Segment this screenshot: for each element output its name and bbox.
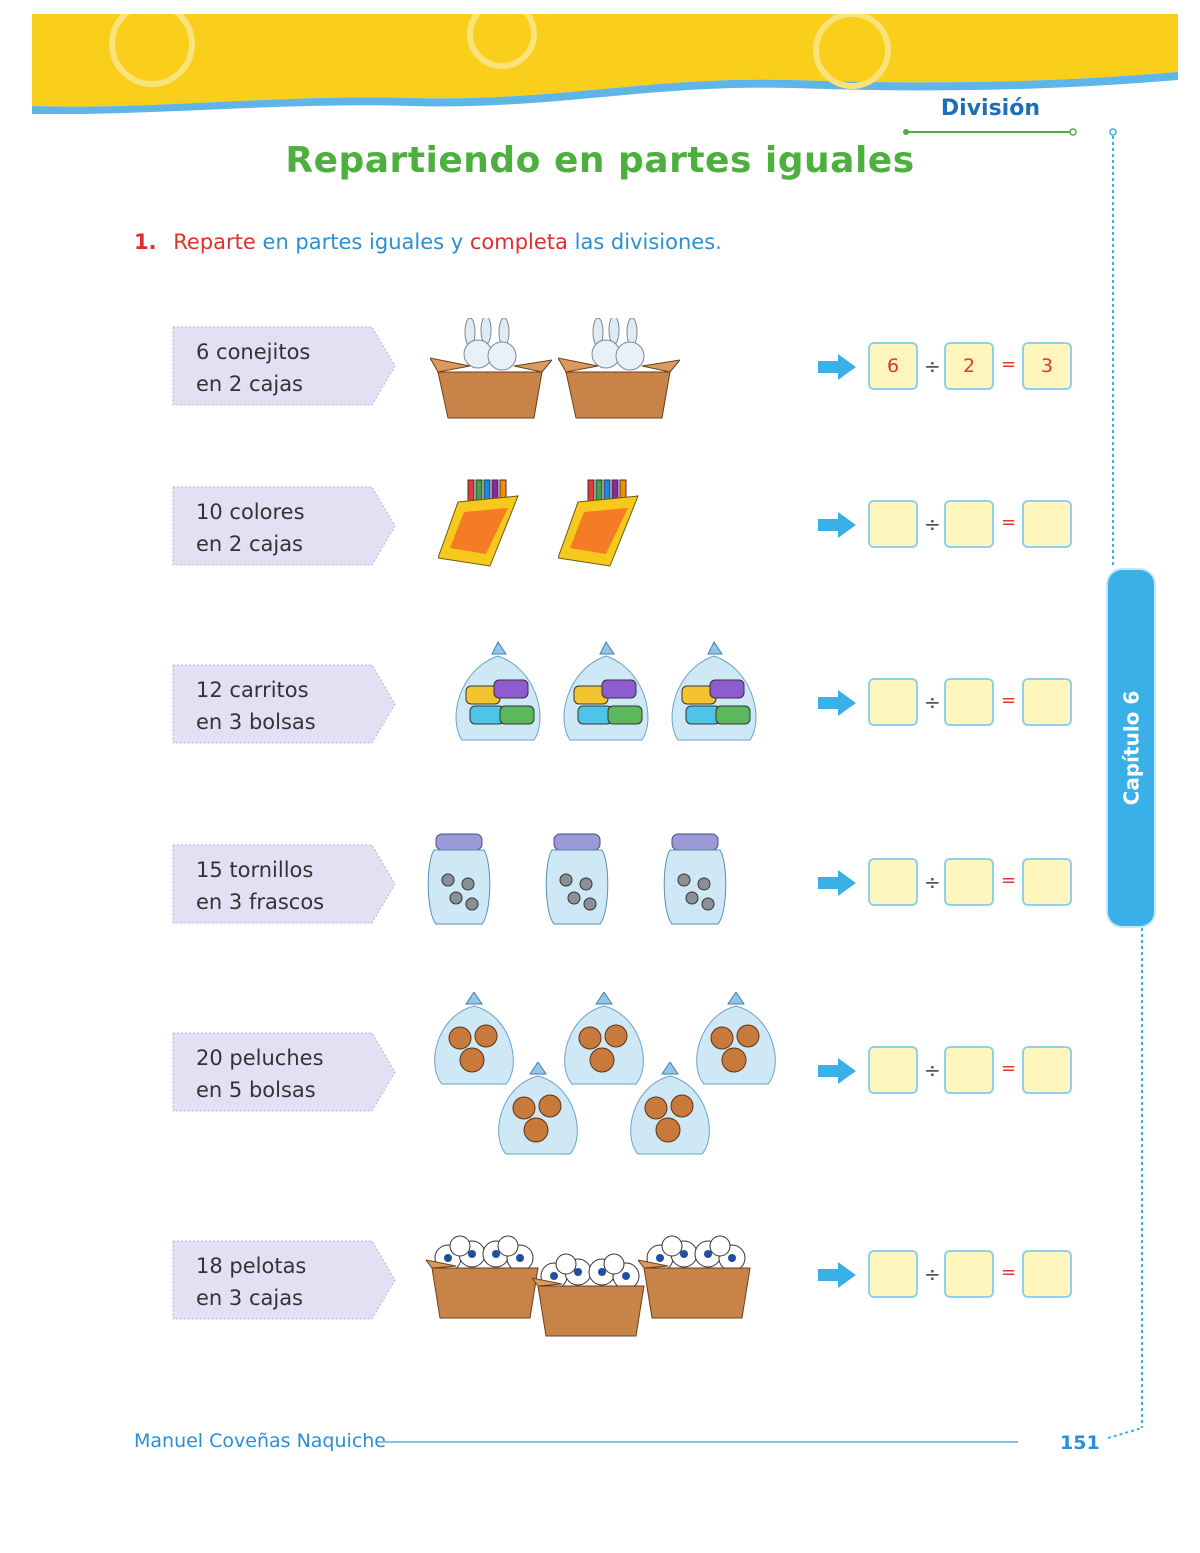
problem-text-line1: 10 colores xyxy=(196,500,305,524)
divide-sign: ÷ xyxy=(924,1262,941,1286)
problem-label: 6 conejitos en 2 cajas xyxy=(172,326,396,406)
problem-text-line1: 15 tornillos xyxy=(196,858,314,882)
arrow-right-icon xyxy=(818,1058,856,1084)
problem-text-line2: en 3 cajas xyxy=(196,1286,303,1310)
instruction-word: Reparte xyxy=(173,230,256,254)
ball-box-icon xyxy=(424,1234,544,1324)
instruction-word: las divisiones. xyxy=(574,230,722,254)
divide-sign: ÷ xyxy=(924,870,941,894)
problem-label: 15 tornillos en 3 frascos xyxy=(172,844,396,924)
section-label: División xyxy=(940,96,1040,121)
crayon-box-icon xyxy=(557,478,644,572)
divisor-box[interactable] xyxy=(944,1046,994,1094)
teddy-bag-icon xyxy=(490,1061,586,1162)
problem-text-line2: en 5 bolsas xyxy=(196,1078,316,1102)
problem-label: 10 colores en 2 cajas xyxy=(172,486,396,566)
dividend-box[interactable] xyxy=(868,500,918,548)
car-bag-icon xyxy=(448,640,548,750)
divisor-box[interactable] xyxy=(944,500,994,548)
division-equation: ÷ = xyxy=(818,858,1078,910)
ball-box-icon xyxy=(636,1234,756,1324)
problem-label: 20 peluches en 5 bolsas xyxy=(172,1032,396,1112)
page-title: Repartiendo en partes iguales xyxy=(285,140,915,181)
problem-text-line2: en 2 cajas xyxy=(196,532,303,556)
problem-text-line1: 20 peluches xyxy=(196,1046,324,1070)
problem-label: 18 pelotas en 3 cajas xyxy=(172,1240,396,1320)
teddy-bag-icon xyxy=(426,991,522,1092)
dividend-box[interactable] xyxy=(868,1046,918,1094)
screw-jar-icon xyxy=(426,832,492,932)
arrow-right-icon xyxy=(818,870,856,896)
problem-text-line2: en 2 cajas xyxy=(196,372,303,396)
quotient-box[interactable] xyxy=(1022,858,1072,906)
footer-author: Manuel Coveñas Naquiche xyxy=(134,1430,386,1452)
problem-text-line2: en 3 bolsas xyxy=(196,710,316,734)
page-number: 151 xyxy=(1060,1432,1100,1454)
division-equation: ÷ = xyxy=(818,500,1078,552)
divide-sign: ÷ xyxy=(924,1058,941,1082)
quotient-box[interactable] xyxy=(1022,678,1072,726)
problem-text-line1: 6 conejitos xyxy=(196,340,311,364)
equals-sign: = xyxy=(1001,690,1017,711)
division-equation: ÷ = xyxy=(818,1250,1078,1302)
dividend-box[interactable] xyxy=(868,1250,918,1298)
instruction-word: completa xyxy=(469,230,568,254)
quotient-box[interactable] xyxy=(1022,1046,1072,1094)
divide-sign: ÷ xyxy=(924,690,941,714)
problem-text-line1: 12 carritos xyxy=(196,678,309,702)
arrow-right-icon xyxy=(818,354,856,380)
chapter-tab xyxy=(1108,570,1154,926)
teddy-bag-icon xyxy=(688,991,784,1092)
quotient-box[interactable] xyxy=(1022,1250,1072,1298)
arrow-right-icon xyxy=(818,512,856,538)
dividend-box[interactable] xyxy=(868,858,918,906)
arrow-right-icon xyxy=(818,690,856,716)
top-banner xyxy=(32,14,1178,114)
side-dotted-line xyxy=(1108,128,1143,1439)
quotient-box[interactable] xyxy=(1022,500,1072,548)
instruction-number: 1. xyxy=(134,230,157,254)
footer-divider xyxy=(378,1441,1018,1443)
divide-sign: ÷ xyxy=(924,512,941,536)
problem-text-line2: en 3 frascos xyxy=(196,890,325,914)
car-bag-icon xyxy=(664,640,764,750)
division-equation: ÷ = xyxy=(818,678,1078,730)
problem-label: 12 carritos en 3 bolsas xyxy=(172,664,396,744)
divide-sign: ÷ xyxy=(924,354,941,378)
screw-jar-icon xyxy=(544,832,610,932)
divisor-box[interactable] xyxy=(944,1250,994,1298)
bunny-box-icon xyxy=(429,315,554,426)
equals-sign: = xyxy=(1001,512,1017,533)
ball-box-icon xyxy=(530,1252,650,1342)
division-equation: 6 ÷ 2 = 3 xyxy=(818,342,1078,394)
divisor-box[interactable] xyxy=(944,678,994,726)
problem-text-line1: 18 pelotas xyxy=(196,1254,307,1278)
divisor-box[interactable] xyxy=(944,858,994,906)
quotient-box[interactable]: 3 xyxy=(1022,342,1072,390)
bunny-box-icon xyxy=(557,315,682,426)
equals-sign: = xyxy=(1001,870,1017,891)
arrow-right-icon xyxy=(818,1262,856,1288)
screw-jar-icon xyxy=(662,832,728,932)
section-underline xyxy=(903,128,1077,136)
teddy-bag-icon xyxy=(556,991,652,1092)
division-equation: ÷ = xyxy=(818,1046,1078,1098)
instruction-word: en partes iguales y xyxy=(262,230,464,254)
equals-sign: = xyxy=(1001,1058,1017,1079)
dividend-box[interactable] xyxy=(868,678,918,726)
equals-sign: = xyxy=(1001,1262,1017,1283)
teddy-bag-icon xyxy=(622,1061,718,1162)
chapter-tab-label: Capítulo 6 xyxy=(1119,690,1143,806)
equals-sign: = xyxy=(1001,354,1017,375)
dividend-box[interactable]: 6 xyxy=(868,342,918,390)
crayon-box-icon xyxy=(437,478,524,572)
instruction: 1. Reparte en partes iguales y completa … xyxy=(134,230,722,254)
car-bag-icon xyxy=(556,640,656,750)
divisor-box[interactable]: 2 xyxy=(944,342,994,390)
